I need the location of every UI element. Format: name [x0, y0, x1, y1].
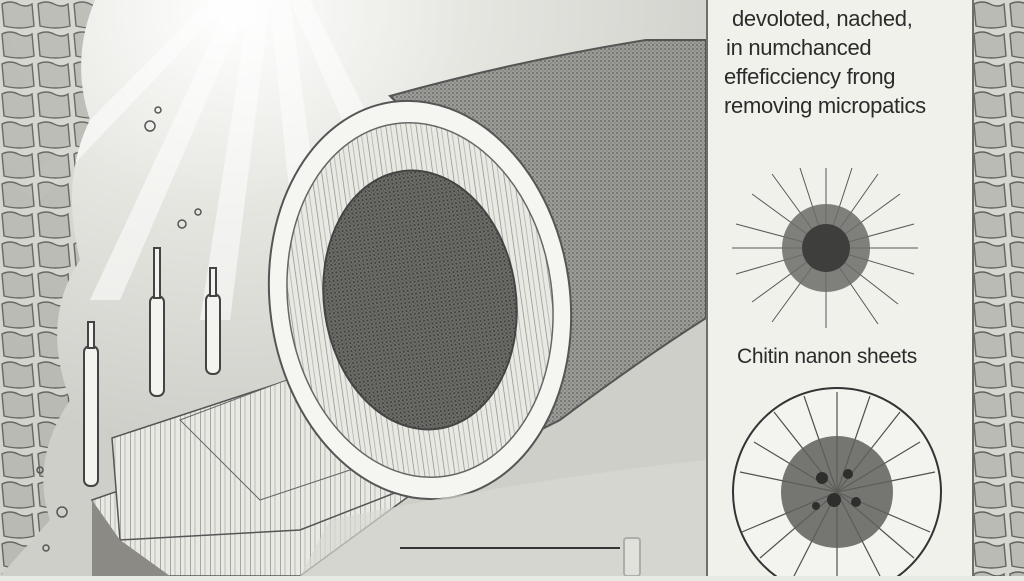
nanosheet-sphere-icon [728, 164, 924, 332]
right-cell-texture [974, 0, 1024, 576]
nanosheet-sphere-closeup-icon [730, 382, 944, 581]
filter-cartridge-icon [267, 39, 707, 576]
nanosheets-label: Chitin nanon sheets [737, 345, 917, 368]
caption-line-1: devoloted, nached, [732, 6, 913, 31]
caption-line-2: in numchanced [726, 35, 872, 60]
caption-line-4: removing micropatics [724, 93, 926, 118]
caption-text: devoloted, nached, in numchanced effefic… [724, 4, 964, 120]
light-rays-icon [20, 0, 420, 320]
caption-line-3: effeficciency frong [724, 64, 896, 89]
left-cell-texture [0, 0, 95, 576]
